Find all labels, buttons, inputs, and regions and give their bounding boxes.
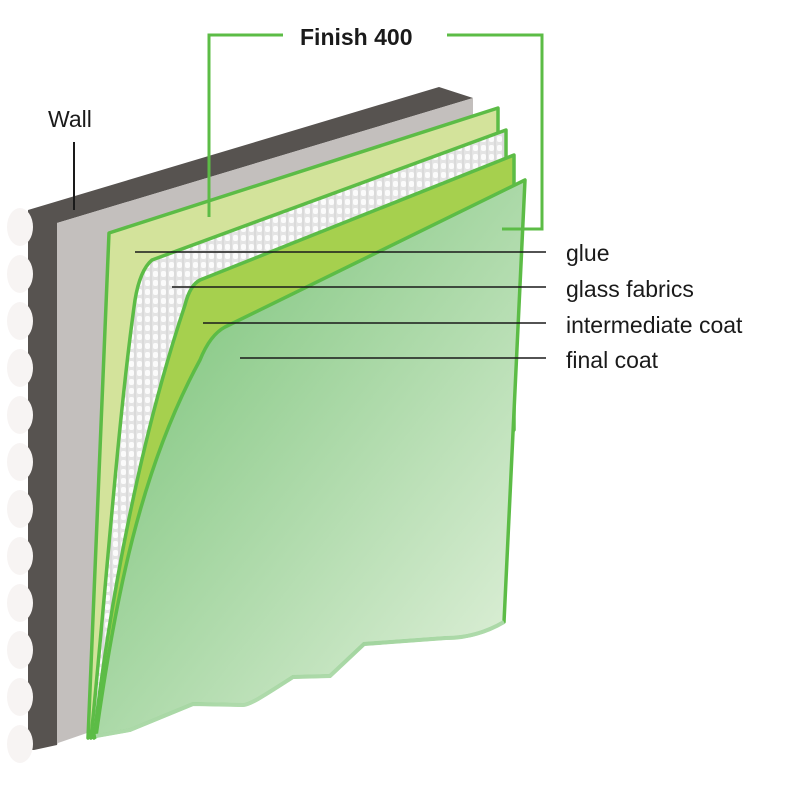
diagram-title: Finish 400 [300,24,413,50]
final-coat-label: final coat [566,347,659,373]
wall-scallop-edge [7,208,33,763]
glass-fabrics-label: glass fabrics [566,276,694,302]
wall-label: Wall [48,106,92,132]
finish-bracket [207,33,544,231]
intermediate-coat-label: intermediate coat [566,312,743,338]
glue-label: glue [566,240,610,266]
